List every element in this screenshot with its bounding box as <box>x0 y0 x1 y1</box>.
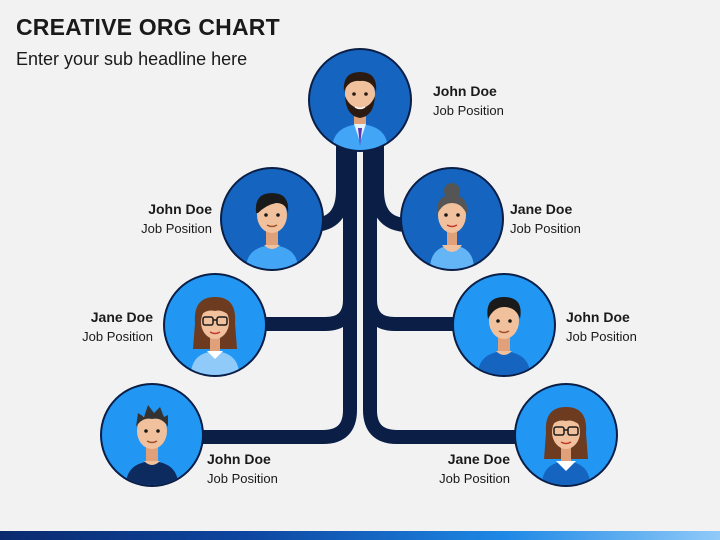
org-node-top[interactable] <box>308 48 412 152</box>
connector-right-branch-3 <box>363 300 520 444</box>
person-name: Jane Doe <box>510 201 573 217</box>
org-node-left-2[interactable] <box>163 273 267 377</box>
org-node-right-1[interactable] <box>400 167 504 271</box>
org-label-left-1: John Doe Job Position <box>112 200 212 238</box>
org-node-left-1[interactable] <box>220 167 324 271</box>
job-position: Job Position <box>141 221 212 236</box>
job-position: Job Position <box>82 329 153 344</box>
org-node-right-3[interactable] <box>514 383 618 487</box>
org-label-left-2: Jane Doe Job Position <box>53 308 153 346</box>
job-position: Job Position <box>566 329 637 344</box>
job-position: Job Position <box>207 471 278 486</box>
org-node-left-3[interactable] <box>100 383 204 487</box>
woman-glasses-avatar-icon <box>191 297 239 375</box>
org-label-right-2: John Doe Job Position <box>566 308 637 346</box>
person-name: John Doe <box>207 451 271 467</box>
person-name: John Doe <box>433 83 497 99</box>
org-node-right-2[interactable] <box>452 273 556 377</box>
job-position: Job Position <box>433 103 504 118</box>
woman-glasses-avatar-icon <box>542 407 590 485</box>
person-name: John Doe <box>148 201 212 217</box>
person-name: John Doe <box>566 309 630 325</box>
job-position: Job Position <box>439 471 510 486</box>
org-label-left-3: John Doe Job Position <box>207 450 278 488</box>
connector-left-branch-3 <box>200 300 357 444</box>
person-name: Jane Doe <box>447 451 510 467</box>
man-beard-avatar-icon <box>332 72 388 150</box>
man-avatar-icon <box>478 297 530 375</box>
org-label-right-1: Jane Doe Job Position <box>510 200 581 238</box>
org-label-top: John Doe Job Position <box>433 82 504 120</box>
man-spiky-hair-avatar-icon <box>126 405 178 485</box>
man-avatar-icon <box>246 193 298 269</box>
footer-gradient-bar <box>0 531 720 540</box>
job-position: Job Position <box>510 221 581 236</box>
page-title: CREATIVE ORG CHART <box>16 14 280 40</box>
page-subtitle: Enter your sub headline here <box>16 49 248 69</box>
woman-bun-avatar-icon <box>430 183 474 269</box>
person-name: Jane Doe <box>90 309 153 325</box>
org-label-right-3: Jane Doe Job Position <box>410 450 510 488</box>
